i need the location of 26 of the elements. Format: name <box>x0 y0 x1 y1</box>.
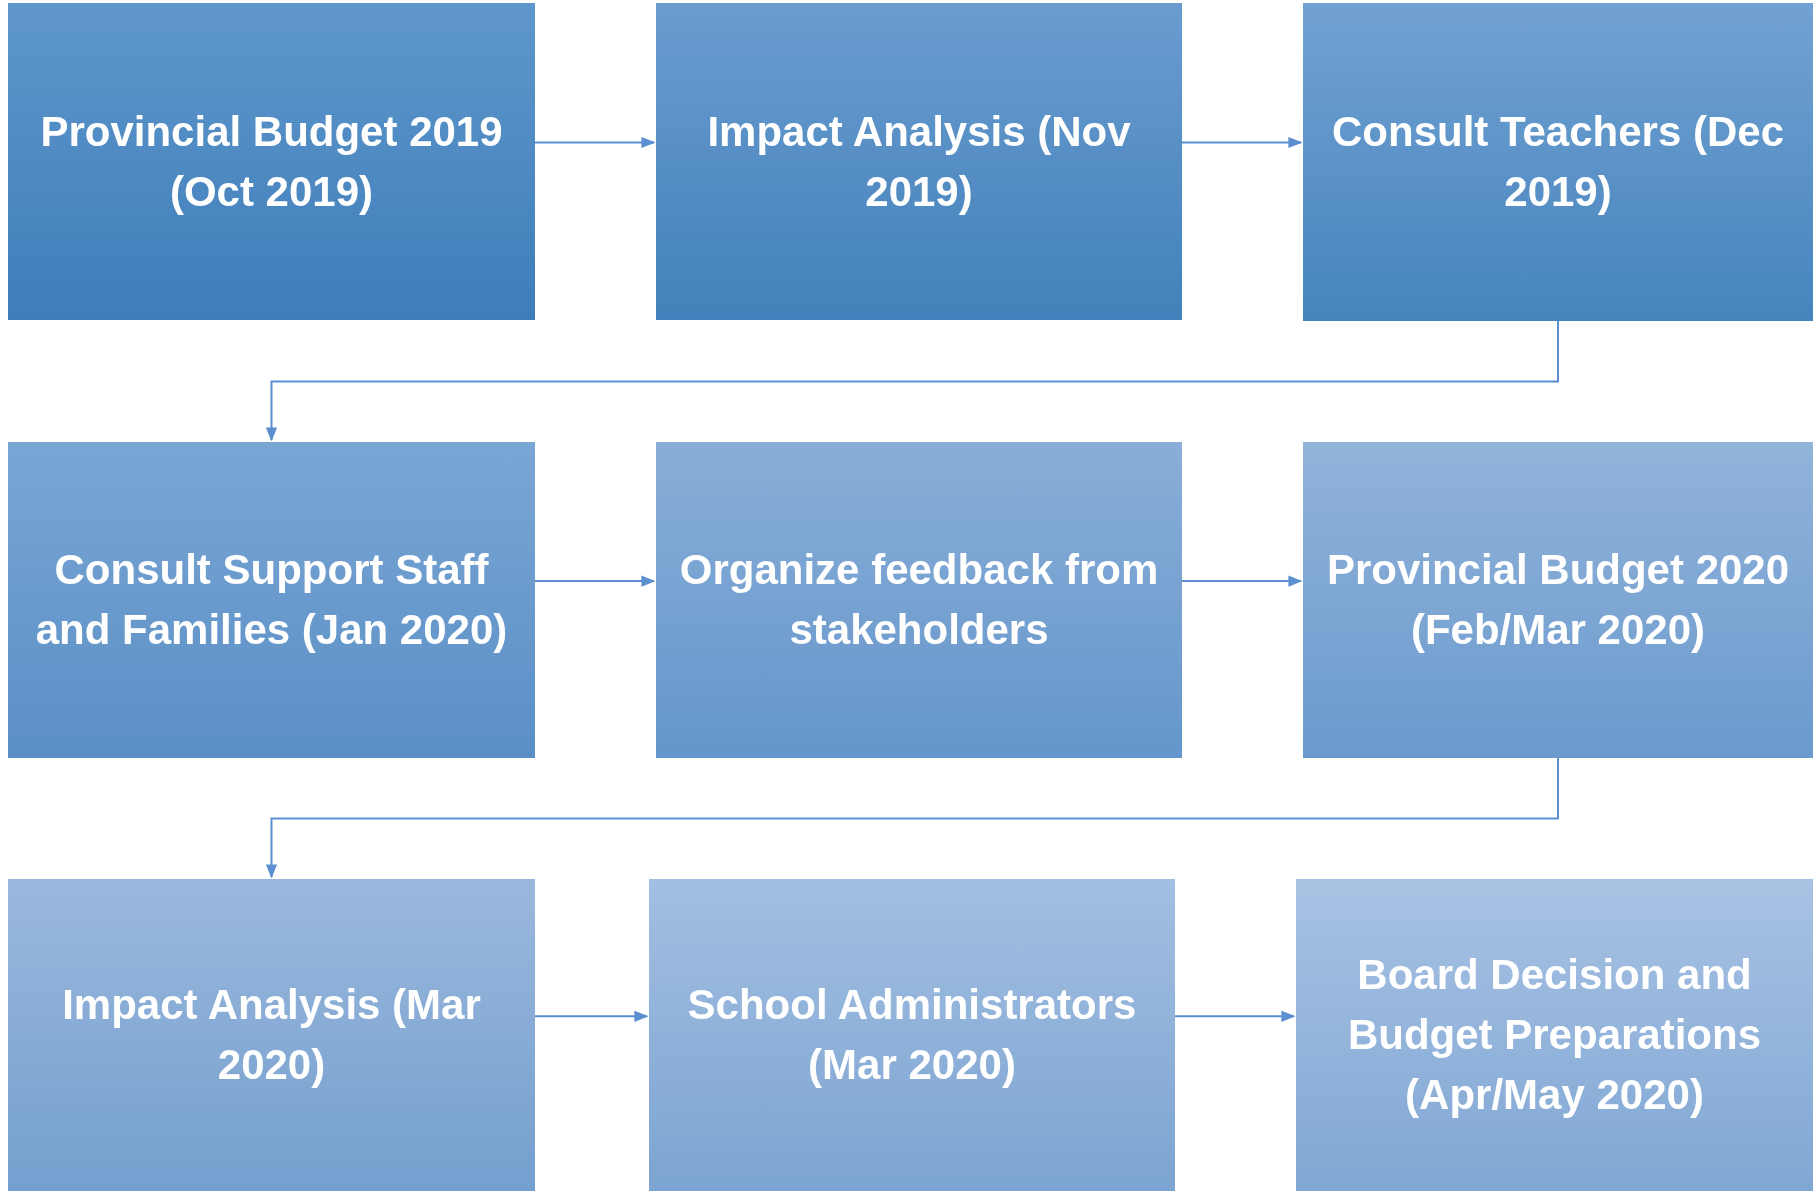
step-label: Board Decision and Budget Preparations (Apr/May 2020) <box>1346 950 1763 1120</box>
step-label: School Administrators (Mar 2020) <box>686 980 1138 1090</box>
step-label: Provincial Budget 2020 (Feb/Mar 2020) <box>1325 545 1791 655</box>
process-box <box>8 3 535 320</box>
step-label: Consult Teachers (Dec 2019) <box>1331 107 1785 217</box>
process-box <box>1303 442 1813 758</box>
arrow <box>534 136 656 149</box>
arrow <box>265 757 1559 879</box>
arrow <box>534 1010 649 1022</box>
process-box <box>649 879 1175 1191</box>
arrow <box>265 320 1559 442</box>
step-label: Organize feedback from stakeholders <box>678 545 1160 655</box>
process-box <box>656 3 1182 320</box>
process-box <box>8 879 535 1191</box>
process-box <box>8 442 535 758</box>
step-label: Impact Analysis (Nov 2019) <box>706 106 1132 217</box>
process-box <box>1296 879 1813 1191</box>
process-box <box>1303 3 1813 321</box>
arrow <box>1181 136 1303 149</box>
step-label: Provincial Budget 2019 (Oct 2019) <box>39 106 504 217</box>
arrow <box>1181 575 1303 587</box>
step-label: Consult Support Staff and Families (Jan 2020) <box>34 545 509 655</box>
arrow <box>1174 1010 1296 1022</box>
process-box <box>656 442 1182 758</box>
arrow <box>534 575 656 587</box>
step-label: Impact Analysis (Mar 2020) <box>61 980 482 1090</box>
